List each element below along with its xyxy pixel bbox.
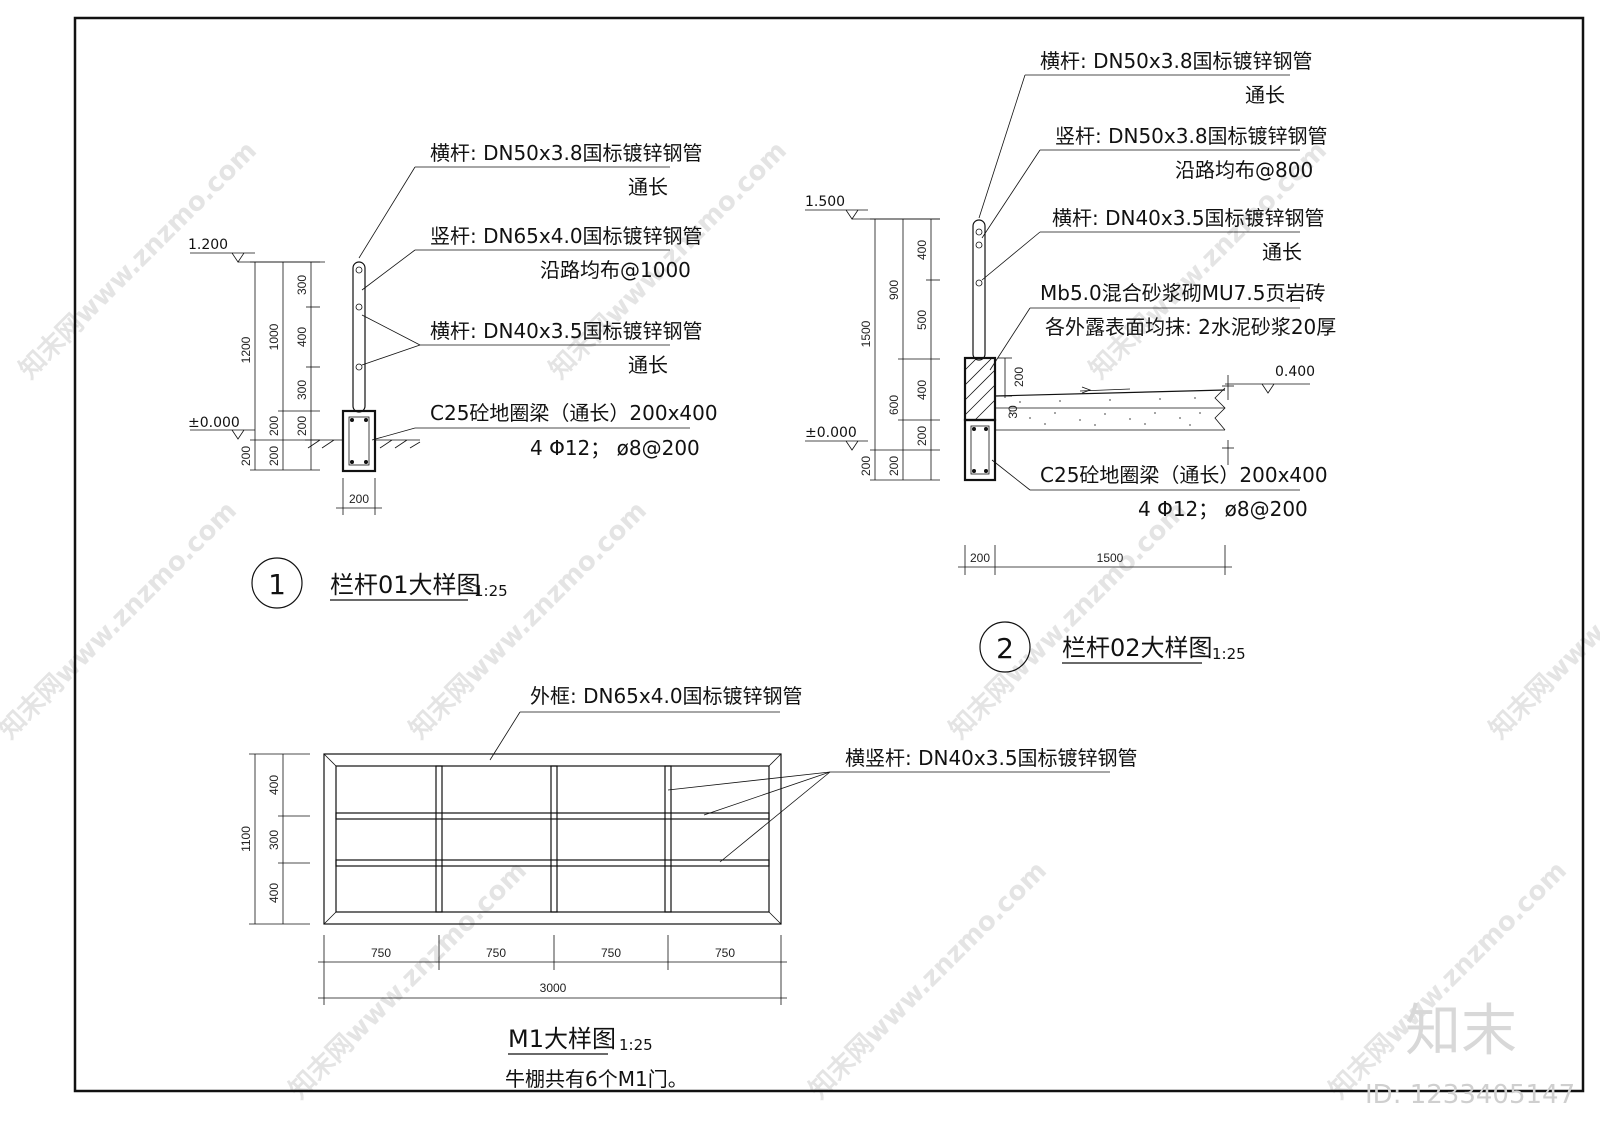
note-text: 通长 (1245, 83, 1285, 107)
dim-text: 200 (239, 446, 253, 466)
detail-2-railing: 1.500 ±0.000 1500 200 900 600 200 400 50… (805, 49, 1336, 673)
dim-text: 1500 (1097, 551, 1124, 565)
note-text: 沿路均布@1000 (540, 258, 691, 282)
note-text: 横杆: DN50x3.8国标镀锌钢管 (1040, 49, 1313, 73)
dim-text: 200 (295, 416, 309, 436)
dim-text: 200 (349, 492, 369, 506)
dim-text: 3000 (540, 981, 567, 995)
dim-text: 750 (715, 946, 735, 960)
note-text: 通长 (1262, 240, 1302, 264)
watermark-text: 知末网www.znzmo.com (944, 496, 1193, 745)
level-ground-label: ±0.000 (188, 415, 240, 431)
dim-text: 750 (486, 946, 506, 960)
dim-text: 300 (267, 830, 281, 850)
watermark-layer: 知末网www.znzmo.com 知末网www.znzmo.com 知末网www… (0, 136, 1600, 1105)
note-text: 竖杆: DN50x3.8国标镀锌钢管 (1055, 124, 1328, 148)
detail-scale: 1:25 (1212, 645, 1246, 663)
detail-scale: 1:25 (474, 582, 508, 600)
dim-text: 1500 (859, 320, 873, 347)
watermark-text: 知末网www.znzmo.com (14, 136, 263, 385)
bars-label: 横竖杆: DN40x3.5国标镀锌钢管 (845, 746, 1138, 770)
detail-title: M1大样图 (508, 1025, 616, 1053)
dim-text: 200 (970, 551, 990, 565)
dim-text: 200 (859, 456, 873, 476)
dim-text: 900 (887, 280, 901, 300)
detail-number: 2 (996, 632, 1014, 665)
watermark-id: ID: 1233405147 (1365, 1080, 1575, 1110)
level-right-label: 0.400 (1275, 364, 1315, 380)
watermark-text: 知末网www.znzmo.com (284, 856, 533, 1105)
note-text: 横杆: DN50x3.8国标镀锌钢管 (430, 141, 703, 165)
frame-label: 外框: DN65x4.0国标镀锌钢管 (530, 684, 803, 708)
dim-text: 400 (915, 380, 929, 400)
dim-text: 500 (915, 310, 929, 330)
note-text: 4 Φ12； ø8@200 (530, 436, 700, 460)
level-top-label: 1.500 (805, 194, 845, 210)
note-text: 通长 (628, 175, 668, 199)
dim-text: 600 (887, 395, 901, 415)
note-text: 竖杆: DN65x4.0国标镀锌钢管 (430, 224, 703, 248)
detail-title: 栏杆01大样图 (330, 571, 481, 599)
dim-text: 200 (887, 456, 901, 476)
note-text: 沿路均布@800 (1175, 158, 1313, 182)
dim-text: 1000 (267, 323, 281, 350)
door-count-note: 牛棚共有6个M1门。 (505, 1067, 688, 1091)
dim-text: 200 (267, 416, 281, 436)
dim-text: 400 (295, 327, 309, 347)
level-ground-label: ±0.000 (805, 425, 857, 441)
dim-text: 300 (295, 275, 309, 295)
dim-text: 750 (601, 946, 621, 960)
dim-text: 750 (371, 946, 391, 960)
dim-text: 200 (1012, 367, 1026, 387)
note-text: 横杆: DN40x3.5国标镀锌钢管 (1052, 206, 1325, 230)
dim-text: 200 (915, 426, 929, 446)
level-top-label: 1.200 (188, 237, 228, 253)
detail-1-railing: 1.200 ±0.000 1200 200 1000 200 200 300 4… (188, 141, 718, 609)
watermark-text: 知末网www.znzmo.com (0, 496, 243, 745)
watermark-text: 知末网www.znzmo.com (804, 856, 1053, 1105)
watermark-logo: 知末 (1405, 999, 1517, 1064)
dim-text: 400 (267, 775, 281, 795)
note-text: C25砼地圈梁（通长）200x400 (430, 401, 718, 425)
note-text: 通长 (628, 353, 668, 377)
detail-scale: 1:25 (619, 1036, 653, 1054)
detail-3-door: 1100 400 300 400 750 750 750 750 3000 外框… (239, 684, 1138, 1091)
note-text: 4 Φ12； ø8@200 (1138, 497, 1308, 521)
note-text: 各外露表面均抹: 2水泥砂浆20厚 (1045, 315, 1336, 339)
dim-text: 200 (267, 446, 281, 466)
dim-text: 1100 (239, 826, 253, 852)
note-text: 横杆: DN40x3.5国标镀锌钢管 (430, 319, 703, 343)
dim-text: 400 (267, 883, 281, 903)
dim-text: 30 (1006, 405, 1020, 419)
note-text: C25砼地圈梁（通长）200x400 (1040, 463, 1328, 487)
dim-text: 300 (295, 380, 309, 400)
detail-number: 1 (268, 568, 286, 601)
sheet-border (73, 16, 1585, 1093)
note-text: Mb5.0混合砂浆砌MU7.5页岩砖 (1040, 281, 1325, 305)
watermark-text: 知末网www.znzmo.com (1324, 856, 1573, 1105)
dim-text: 400 (915, 240, 929, 260)
detail-title: 栏杆02大样图 (1062, 634, 1213, 662)
dim-text: 1200 (239, 336, 253, 363)
